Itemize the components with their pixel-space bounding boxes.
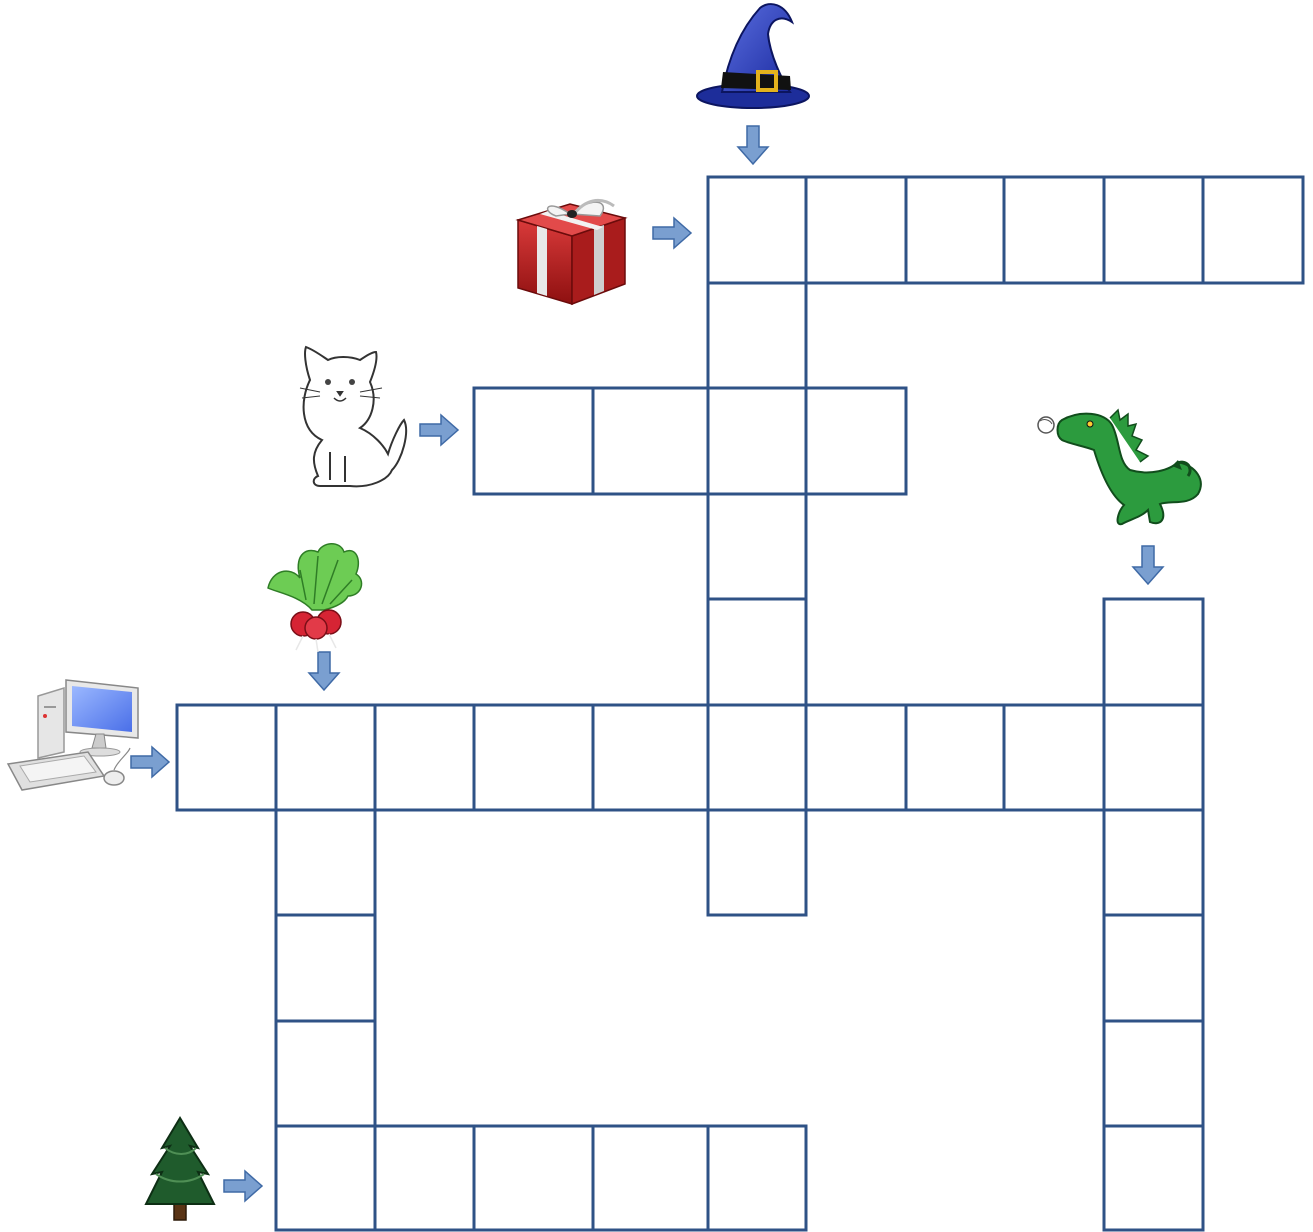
grid-cell-gift[interactable] [906, 177, 1004, 283]
grid-cell-hat[interactable] [708, 494, 806, 599]
wizard-hat-icon [697, 4, 809, 108]
grid-cell-dragon[interactable] [1104, 1021, 1203, 1126]
radish-icon [268, 544, 362, 652]
grid-cell-radish[interactable] [276, 810, 375, 915]
grid-cell-computer[interactable] [177, 705, 276, 810]
grid-cell-radish[interactable] [276, 1021, 375, 1126]
arrow-radish-down [309, 652, 339, 690]
grid-cell-hat[interactable] [708, 810, 806, 915]
grid-cell-computer[interactable] [1004, 705, 1104, 810]
grid-cell-computer[interactable] [593, 705, 708, 810]
grid-cell-radish-tree[interactable] [276, 1126, 375, 1230]
grid-cell-gift[interactable] [1104, 177, 1203, 283]
grid-cell-radish[interactable] [276, 915, 375, 1021]
grid-cell-computer[interactable] [806, 705, 906, 810]
computer-icon [8, 680, 138, 790]
grid-cell-hat-computer[interactable] [708, 705, 806, 810]
grid-cell-dragon[interactable] [1104, 915, 1203, 1021]
arrow-dragon-down [1133, 546, 1163, 584]
grid-cell-gift[interactable] [1004, 177, 1104, 283]
grid-cell-tree[interactable] [474, 1126, 593, 1230]
gift-box-icon [518, 200, 625, 304]
grid-cell-tree[interactable] [375, 1126, 474, 1230]
arrow-gift-across [653, 218, 691, 248]
fir-tree-icon [146, 1118, 214, 1220]
grid-cell-dragon[interactable] [1104, 1126, 1203, 1230]
grid-cell-gift[interactable] [1203, 177, 1303, 283]
grid-cell-cat[interactable] [806, 388, 906, 494]
grid-cell-hat[interactable] [708, 599, 806, 705]
grid-cell-hat-cat[interactable] [708, 388, 806, 494]
grid-cell-computer[interactable] [375, 705, 474, 810]
grid-cell-dragon[interactable] [1104, 599, 1203, 705]
grid-cell-cat[interactable] [593, 388, 708, 494]
grid-cell-computer[interactable] [906, 705, 1004, 810]
crossword-grid [177, 177, 1303, 1230]
arrow-computer-across [131, 747, 169, 777]
grid-cell-dragon-computer[interactable] [1104, 705, 1203, 810]
kitten-icon [300, 347, 406, 486]
grid-cell-gift-hat[interactable] [708, 177, 806, 283]
grid-cell-tree[interactable] [593, 1126, 708, 1230]
dragon-icon [1038, 410, 1201, 524]
grid-cell-gift[interactable] [806, 177, 906, 283]
arrow-tree-across [224, 1171, 262, 1201]
grid-cell-hat[interactable] [708, 283, 806, 388]
arrow-cat-across [420, 415, 458, 445]
grid-cell-cat[interactable] [474, 388, 593, 494]
grid-cell-computer[interactable] [474, 705, 593, 810]
grid-cell-radish-computer[interactable] [276, 705, 375, 810]
grid-cell-dragon[interactable] [1104, 810, 1203, 915]
grid-cell-tree[interactable] [708, 1126, 806, 1230]
arrow-hat-down [738, 126, 768, 164]
